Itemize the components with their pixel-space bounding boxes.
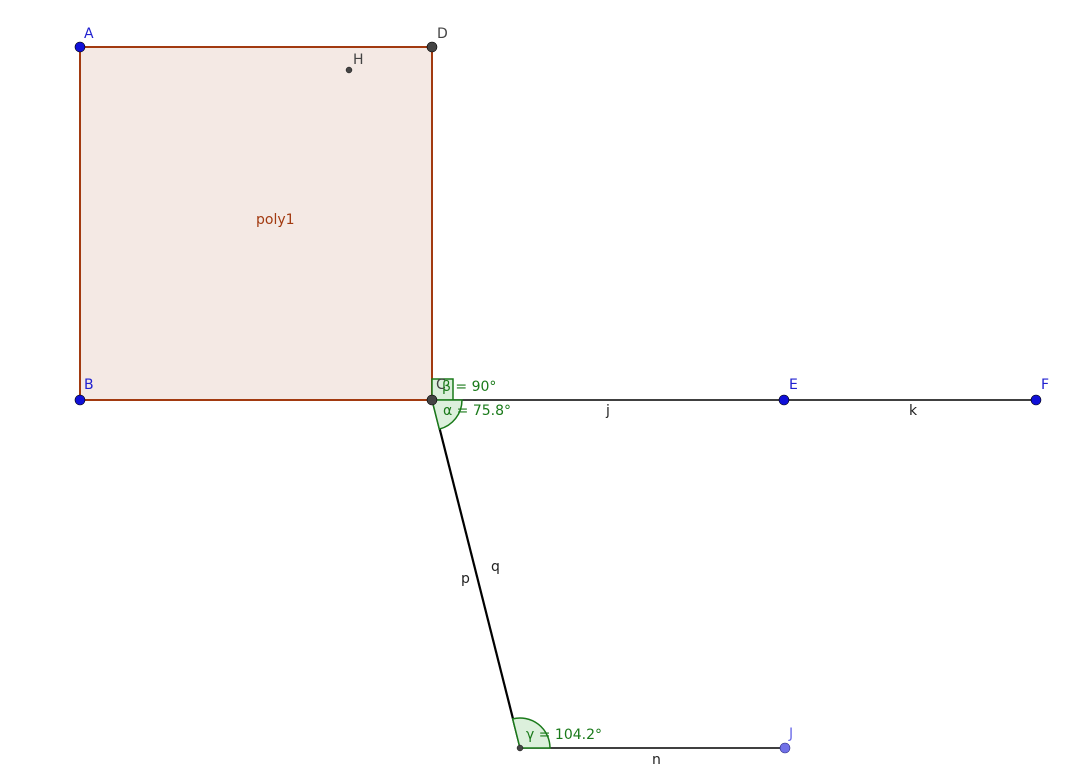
- segment-label-k: k: [909, 403, 918, 419]
- angle-alpha-arc[interactable]: [431, 399, 463, 431]
- point-label-C: C: [436, 377, 446, 393]
- angle-label-gamma: γ = 104.2°: [526, 727, 602, 743]
- point-C[interactable]: [426, 394, 438, 406]
- point-label-A: A: [84, 26, 94, 42]
- point-label-F: F: [1041, 377, 1049, 393]
- segment-q[interactable]: [432, 399, 522, 749]
- point-label-J: J: [788, 726, 793, 742]
- segment-label-q: q: [491, 559, 500, 575]
- point-H[interactable]: [345, 66, 353, 74]
- angle-gamma-arc[interactable]: [511, 717, 551, 749]
- segment-label-p: p: [461, 571, 470, 587]
- point-label-D: D: [437, 26, 448, 42]
- point-label-E: E: [789, 377, 798, 393]
- point-F[interactable]: [1030, 394, 1042, 406]
- segment-p[interactable]: [431, 399, 521, 749]
- point-label-H: H: [353, 52, 364, 68]
- segment-label-j: j: [605, 403, 610, 419]
- polygon-label: poly1: [256, 212, 295, 228]
- point-B[interactable]: [74, 394, 86, 406]
- point-D[interactable]: [426, 41, 438, 53]
- point-label-B: B: [84, 377, 94, 393]
- point-J[interactable]: [779, 742, 791, 754]
- segment-label-n: n: [652, 752, 661, 768]
- point-A[interactable]: [74, 41, 86, 53]
- point-vertex-gamma[interactable]: [516, 744, 524, 752]
- point-E[interactable]: [778, 394, 790, 406]
- angle-label-beta: β = 90°: [442, 379, 496, 395]
- angle-label-alpha: α = 75.8°: [443, 403, 511, 419]
